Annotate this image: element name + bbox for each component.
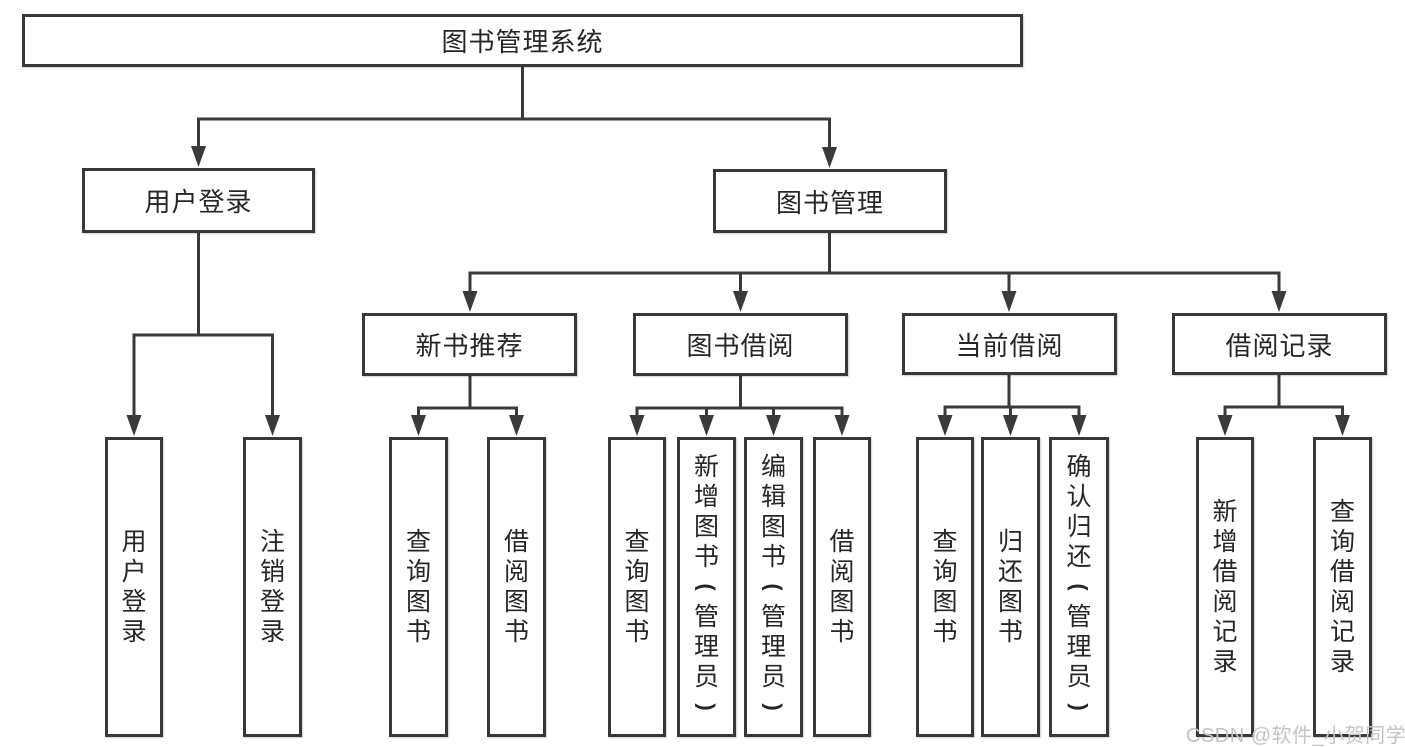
node-new-book-recommend: 新书推荐 xyxy=(362,313,577,376)
node-leaf-cb-confirm-return: 确认归还(管理员) xyxy=(1049,437,1109,737)
node-label: 新书推荐 xyxy=(415,331,524,361)
arrowhead xyxy=(265,415,280,436)
node-borrow-records: 借阅记录 xyxy=(1172,313,1387,375)
arrowhead xyxy=(822,147,837,168)
node-current-borrow: 当前借阅 xyxy=(902,313,1117,375)
node-label: 图书管理 xyxy=(775,187,884,218)
node-user-login: 用户登录 xyxy=(82,168,315,233)
node-label: 借阅记录 xyxy=(1225,330,1334,361)
arrowhead xyxy=(834,415,850,436)
node-leaf-rec-borrow-books: 借阅图书 xyxy=(487,437,546,737)
node-leaf-cb-query-books: 查询图书 xyxy=(916,437,974,737)
arrowhead xyxy=(1003,415,1018,436)
arrowhead xyxy=(462,291,478,312)
node-leaf-bb-edit-books: 编辑图书(管理员) xyxy=(744,437,803,737)
node-label: 图书借阅 xyxy=(686,331,795,361)
arrowhead xyxy=(1335,415,1350,436)
node-book-borrow: 图书借阅 xyxy=(633,313,848,376)
node-leaf-user-login: 用户登录 xyxy=(105,437,163,737)
arrowhead xyxy=(1217,415,1233,436)
watermark: CSDN @软件_小贺同学 xyxy=(1186,725,1405,747)
node-label: 用户登录 xyxy=(144,187,253,217)
arrowhead xyxy=(509,415,524,436)
node-leaf-br-add-record: 新增借阅记录 xyxy=(1196,437,1254,737)
node-leaf-br-query-record: 查询借阅记录 xyxy=(1313,437,1372,737)
arrowhead xyxy=(937,415,953,436)
arrowhead xyxy=(1001,291,1017,312)
arrowhead xyxy=(411,415,426,436)
node-leaf-bb-borrow-books: 借阅图书 xyxy=(813,437,871,737)
arrowhead xyxy=(699,415,714,436)
node-leaf-cb-return-books: 归还图书 xyxy=(981,437,1040,737)
node-library-system: 图书管理系统 xyxy=(22,14,1023,67)
arrowhead xyxy=(126,415,142,436)
node-book-management: 图书管理 xyxy=(713,169,947,233)
node-leaf-bb-add-books: 新增图书(管理员) xyxy=(677,437,736,737)
arrowhead xyxy=(191,146,206,167)
node-label: 当前借阅 xyxy=(955,330,1064,361)
node-leaf-bb-query-books: 查询图书 xyxy=(608,437,666,737)
arrowhead xyxy=(1271,291,1287,312)
arrowhead xyxy=(629,415,645,436)
arrowhead xyxy=(766,415,781,436)
arrowhead xyxy=(733,291,748,312)
arrowhead xyxy=(1071,415,1087,436)
node-leaf-logout: 注销登录 xyxy=(243,437,302,737)
node-leaf-rec-query-books: 查询图书 xyxy=(389,437,448,737)
node-label: 图书管理系统 xyxy=(441,27,604,57)
